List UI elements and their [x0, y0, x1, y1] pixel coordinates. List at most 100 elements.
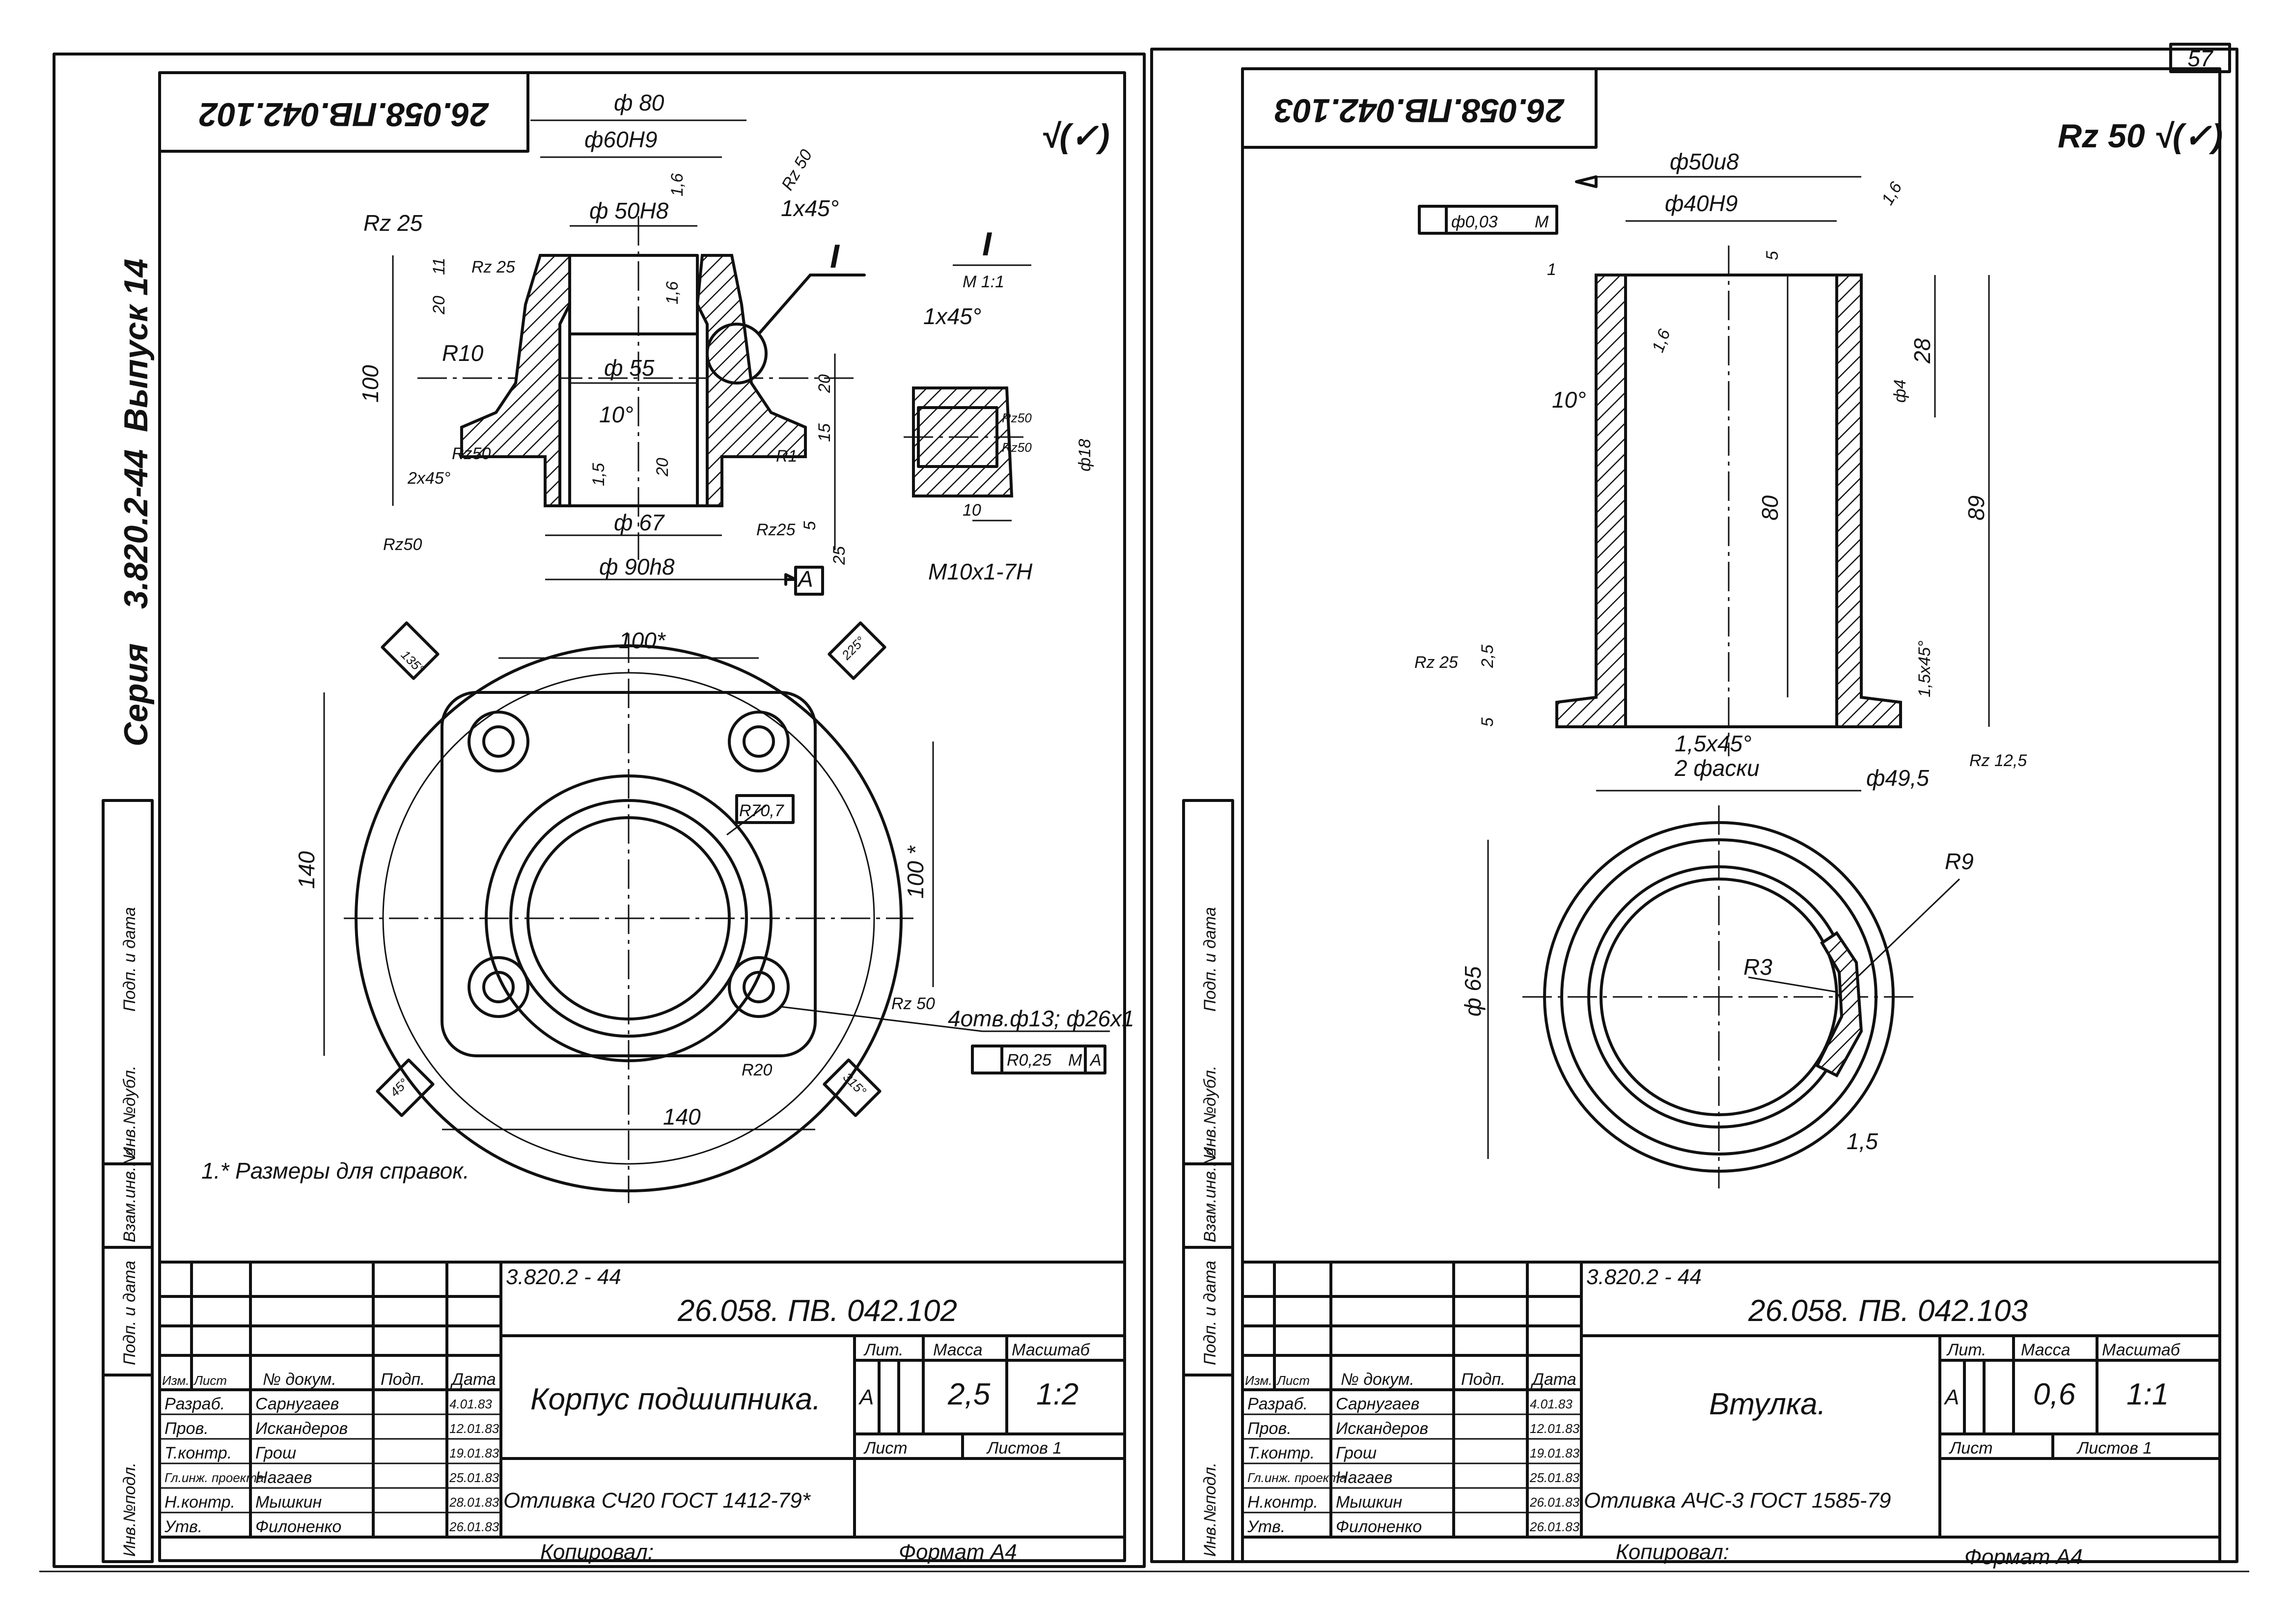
svg-text:28: 28 [1909, 338, 1935, 364]
svg-text:26.01.83: 26.01.83 [449, 1519, 499, 1534]
svg-text:ф 80: ф 80 [614, 90, 664, 115]
svg-text:28.01.83: 28.01.83 [449, 1495, 499, 1510]
svg-text:Разраб.: Разраб. [1247, 1395, 1308, 1413]
svg-text:225°: 225° [838, 633, 868, 663]
left-format: Формат А4 [899, 1540, 1017, 1564]
svg-text:Rz 25: Rz 25 [1414, 653, 1458, 672]
svg-text:0,6: 0,6 [2033, 1377, 2076, 1411]
svg-text:5: 5 [800, 521, 819, 530]
svg-text:100: 100 [358, 365, 383, 403]
svg-text:135°: 135° [398, 647, 427, 676]
svg-text:140: 140 [294, 851, 319, 889]
svg-text:19.01.83: 19.01.83 [1530, 1446, 1580, 1460]
left-copied: Копировал: [540, 1540, 654, 1564]
svg-text:Отливка АЧС-3 ГОСТ 1585-79: Отливка АЧС-3 ГОСТ 1585-79 [1584, 1488, 1891, 1513]
svg-text:М10х1-7Н: М10х1-7Н [928, 559, 1033, 584]
svg-text:R3: R3 [1743, 954, 1772, 980]
margin-stamps-left: Инв.№подл. Подп. и дата Взам.инв.№ Инв.№… [102, 799, 154, 1563]
svg-text:R9: R9 [1945, 849, 1974, 874]
svg-text:ф0,03: ф0,03 [1451, 213, 1498, 231]
svg-text:Rz50: Rz50 [383, 535, 422, 554]
svg-text:R1: R1 [776, 447, 797, 466]
svg-text:4отв.ф13; ф26х1: 4отв.ф13; ф26х1 [948, 1006, 1134, 1031]
svg-text:Инв.№подл.: Инв.№подл. [1201, 1462, 1219, 1557]
svg-text:М: М [1535, 213, 1549, 231]
svg-text:ф4: ф4 [1891, 380, 1909, 403]
svg-text:Утв.: Утв. [164, 1517, 202, 1536]
svg-text:25.01.83: 25.01.83 [1529, 1470, 1580, 1485]
svg-text:1,5х45°: 1,5х45° [1675, 731, 1752, 756]
svg-text:Утв.: Утв. [1247, 1517, 1285, 1536]
svg-text:Подп.: Подп. [381, 1370, 425, 1389]
svg-text:1: 1 [1547, 260, 1556, 279]
svg-text:20: 20 [653, 458, 672, 477]
svg-text:12.01.83: 12.01.83 [449, 1421, 499, 1436]
svg-text:100 *: 100 * [903, 845, 928, 899]
svg-text:ф 90h8: ф 90h8 [599, 554, 675, 579]
svg-text:Rz25: Rz25 [756, 521, 795, 539]
page-number: 57 [2169, 43, 2231, 73]
svg-text:19.01.83: 19.01.83 [449, 1446, 499, 1460]
svg-text:Подп. и дата: Подп. и дата [1201, 1261, 1219, 1365]
svg-text:ф 50Н8: ф 50Н8 [589, 198, 669, 223]
right-title-block: Изм. Лист № докум. Подп. Дата Разраб. Пр… [1241, 1261, 2221, 1539]
svg-text:ф18: ф18 [1076, 439, 1094, 471]
svg-text:Лист: Лист [1949, 1439, 1993, 1458]
svg-text:57: 57 [2187, 46, 2213, 71]
svg-text:М: М [1068, 1051, 1082, 1070]
svg-text:Листов 1: Листов 1 [2076, 1439, 2152, 1458]
svg-text:1х45°: 1х45° [781, 195, 839, 221]
left-stamp-code: 26.058.ПВ.042.102 [199, 96, 490, 133]
bushing-section-view [1418, 175, 1990, 792]
svg-text:Rz 25: Rz 25 [363, 210, 423, 236]
svg-text:Лит.: Лит. [863, 1341, 904, 1359]
right-sheet: 26.058.ПВ.042.103 Rz 50 √(✓) ф50u8 ф40Н9… [1241, 67, 2223, 1569]
svg-text:Лит.: Лит. [1946, 1341, 1987, 1359]
svg-text:1:2: 1:2 [1036, 1377, 1078, 1411]
svg-text:Подп. и дата: Подп. и дата [120, 1261, 139, 1365]
svg-text:Rz 12,5: Rz 12,5 [1969, 751, 2027, 770]
svg-text:А: А [1089, 1051, 1102, 1070]
svg-text:Лист: Лист [863, 1439, 908, 1458]
svg-text:Выпуск 14: Выпуск 14 [117, 259, 155, 432]
svg-text:№ докум.: № докум. [1341, 1370, 1414, 1389]
svg-text:Изм.: Изм. [1245, 1373, 1272, 1388]
svg-text:Пров.: Пров. [165, 1419, 209, 1438]
left-note: 1.* Размеры для справок. [201, 1158, 469, 1184]
svg-text:R0,25: R0,25 [1007, 1051, 1051, 1070]
svg-text:ф 55: ф 55 [604, 355, 655, 381]
svg-text:Разраб.: Разраб. [165, 1395, 225, 1413]
right-format: Формат А4 [1964, 1545, 2083, 1569]
svg-text:Нагаев: Нагаев [255, 1468, 312, 1487]
svg-text:89: 89 [1963, 495, 1989, 521]
svg-text:12.01.83: 12.01.83 [1530, 1421, 1580, 1436]
svg-text:1,6: 1,6 [1649, 327, 1674, 355]
right-copied: Копировал: [1616, 1540, 1729, 1564]
svg-text:ф50u8: ф50u8 [1670, 149, 1739, 174]
svg-text:1,6: 1,6 [663, 281, 682, 304]
svg-text:Rz 50: Rz 50 [891, 994, 935, 1013]
svg-text:Дата: Дата [1530, 1370, 1576, 1389]
svg-text:4.01.83: 4.01.83 [1530, 1397, 1573, 1411]
svg-text:Масса: Масса [933, 1341, 983, 1359]
svg-text:Филоненко: Филоненко [255, 1517, 341, 1536]
svg-text:Подп. и дата: Подп. и дата [1201, 907, 1219, 1012]
svg-text:Н.контр.: Н.контр. [165, 1493, 235, 1512]
svg-text:Лист: Лист [193, 1373, 227, 1388]
svg-text:2 фаски: 2 фаски [1674, 755, 1760, 781]
left-surface-mark: √(✓) [1041, 117, 1110, 155]
svg-text:315°: 315° [840, 1070, 869, 1099]
svg-text:26.058. ПВ. 042.102: 26.058. ПВ. 042.102 [677, 1294, 957, 1328]
svg-text:ф49,5: ф49,5 [1866, 765, 1929, 791]
svg-text:Rz 25: Rz 25 [471, 258, 515, 276]
svg-text:Взам.инв.№: Взам.инв.№ [1201, 1149, 1219, 1242]
svg-text:А: А [858, 1385, 874, 1409]
svg-text:80: 80 [1757, 495, 1783, 521]
svg-text:А: А [797, 566, 813, 592]
svg-text:Масштаб: Масштаб [1012, 1341, 1091, 1359]
svg-text:ф60Н9: ф60Н9 [584, 127, 657, 152]
svg-text:Мышкин: Мышкин [255, 1493, 322, 1512]
left-stamp-box [158, 71, 529, 153]
sheet-frames [39, 48, 2249, 1572]
svg-text:Н.контр.: Н.контр. [1247, 1493, 1318, 1512]
